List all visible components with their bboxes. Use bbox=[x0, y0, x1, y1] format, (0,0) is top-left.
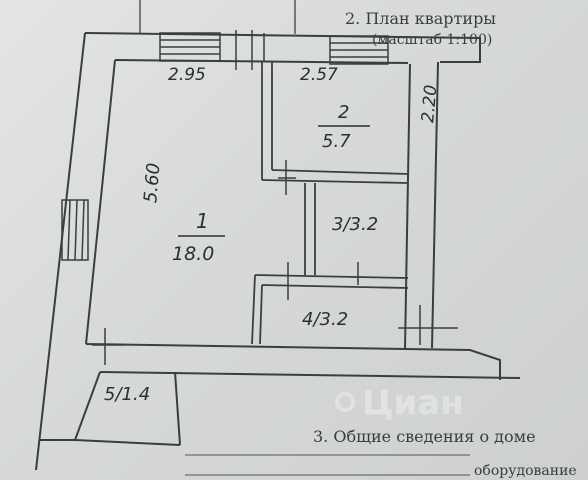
room-1-number: 1 bbox=[196, 209, 209, 233]
dimension-room2-height: 2.20 bbox=[418, 84, 441, 123]
room-5-label: 5/1.4 bbox=[104, 384, 150, 405]
room-2-label: 2 5.7 bbox=[318, 102, 370, 152]
room-2-number: 2 bbox=[338, 102, 349, 123]
section-heading: 3. Общие сведения о доме bbox=[313, 427, 536, 446]
room-4-label: 4/3.2 bbox=[302, 309, 348, 330]
cian-logo-icon bbox=[335, 392, 355, 412]
plan-scale: (масштаб 1:100) bbox=[372, 32, 492, 48]
top-window bbox=[159, 32, 221, 62]
watermark-text: Циан bbox=[362, 383, 464, 423]
room-3-label: 3/3.2 bbox=[332, 214, 378, 235]
room-1-area: 18.0 bbox=[172, 243, 214, 265]
left-window bbox=[61, 199, 89, 261]
top-window bbox=[329, 35, 389, 65]
dimension-room2-width: 2.57 bbox=[300, 65, 338, 85]
dimension-room1-width: 2.95 bbox=[168, 65, 206, 85]
outer-walls bbox=[35, 32, 521, 471]
plan-title: 2. План квартиры bbox=[345, 9, 496, 28]
cian-watermark: Циан bbox=[335, 383, 464, 423]
dimension-room1-height: 5.60 bbox=[140, 162, 164, 204]
top-door bbox=[235, 30, 265, 70]
room-1-label: 1 18.0 bbox=[172, 209, 225, 265]
room-2-area: 5.7 bbox=[322, 131, 351, 152]
door-ticks bbox=[92, 160, 458, 365]
form-field-label: оборудование bbox=[474, 463, 577, 479]
interior-partitions bbox=[251, 62, 409, 345]
